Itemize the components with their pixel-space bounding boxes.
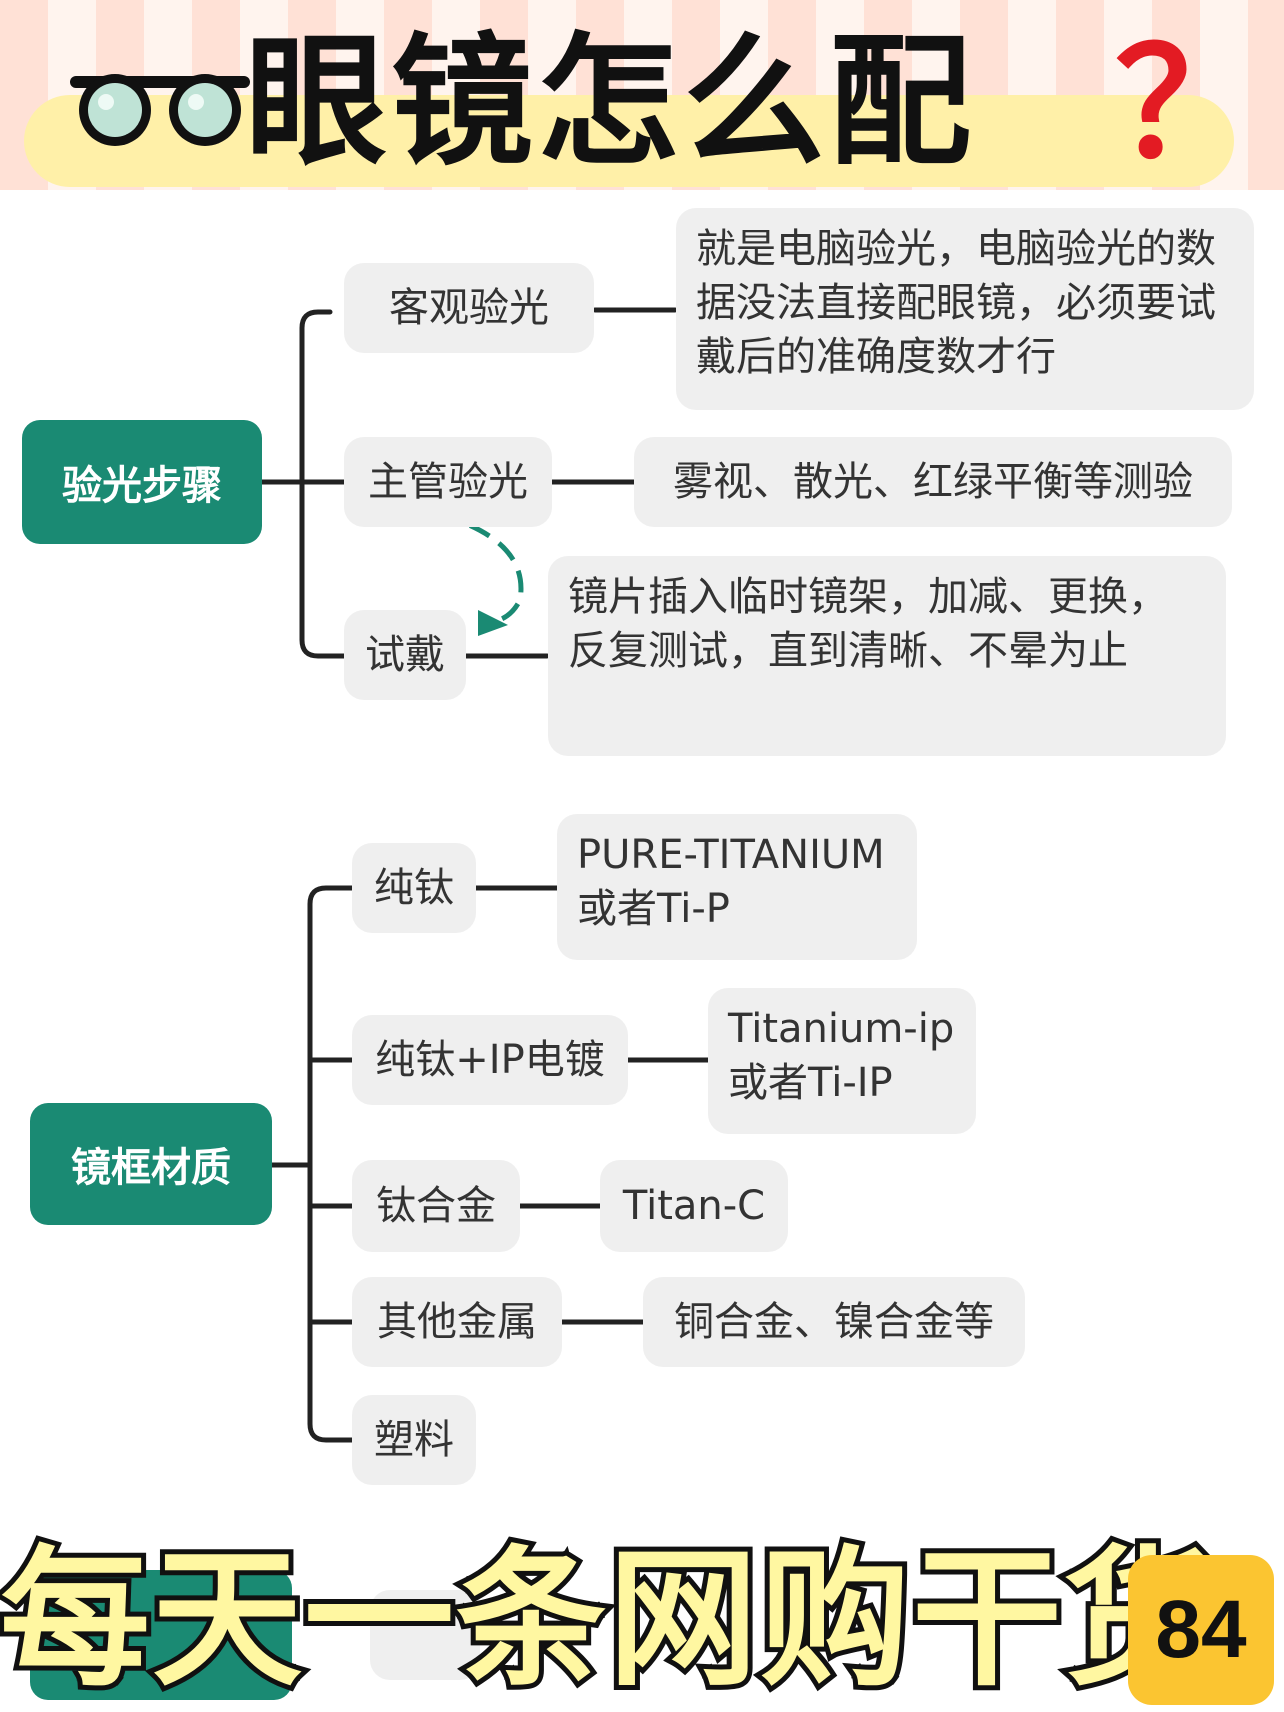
node-pure-titanium: 纯钛 [352,843,476,933]
page-title: 眼镜怎么配 [245,20,975,185]
node-subjective-refraction: 主管验光 [344,437,552,527]
node-titanium-alloy: 钛合金 [352,1160,520,1252]
node-trial-fitting: 试戴 [344,610,466,700]
partial-root-node [30,1570,292,1700]
detail-pure-titanium: PURE-TITANIUM 或者Ti-P [557,814,917,960]
detail-subjective-refraction: 雾视、散光、红绿平衡等测验 [634,437,1232,527]
detail-trial-fitting: 镜片插入临时镜架，加减、更换，反复测试，直到清晰、不晕为止 [548,556,1226,756]
node-other-metals: 其他金属 [352,1277,562,1367]
node-objective-refraction: 客观验光 [344,263,594,353]
root-node-refraction-steps: 验光步骤 [22,420,262,544]
question-mark-icon: ？ [1115,18,1266,192]
partial-node [370,1590,480,1680]
footer-slogan: 每天一条网购干货 [0,1528,1219,1712]
detail-titanium-alloy: Titan-C [600,1160,788,1252]
detail-other-metals: 铜合金、镍合金等 [643,1277,1025,1367]
sunglasses-icon [70,74,250,146]
node-plastic: 塑料 [352,1395,476,1485]
detail-titanium-ip-plating: Titanium-ip 或者Ti-IP [708,988,976,1134]
root-node-frame-material: 镜框材质 [30,1103,272,1225]
node-titanium-ip-plating: 纯钛+IP电镀 [352,1015,628,1105]
detail-objective-refraction: 就是电脑验光，电脑验光的数据没法直接配眼镜，必须要试戴后的准确度数才行 [676,208,1254,410]
episode-number-badge: 84 [1128,1555,1274,1705]
